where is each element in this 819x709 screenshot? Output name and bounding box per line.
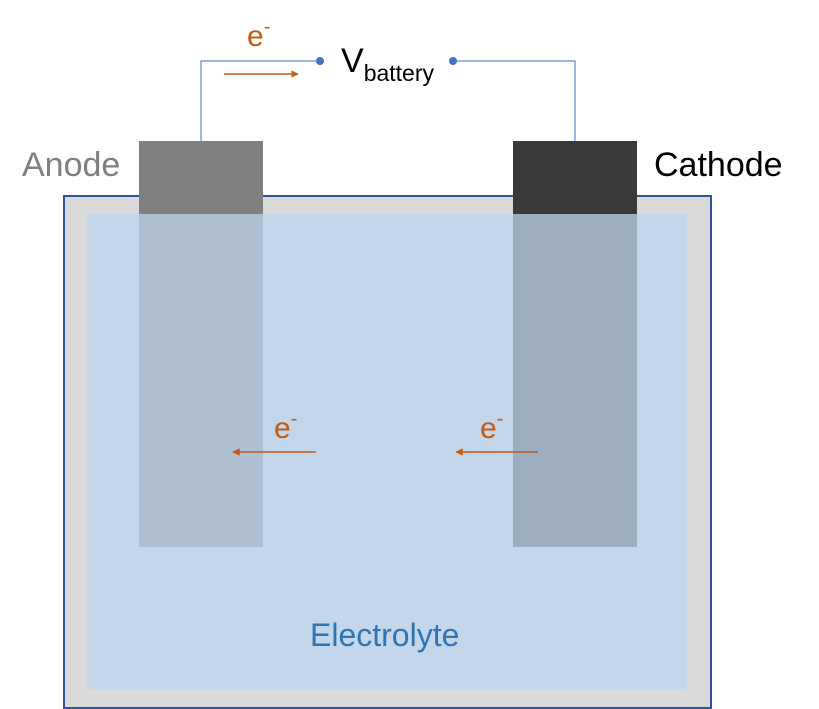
electron-label-wire: e- [247, 16, 270, 53]
voltage-main: V [341, 42, 364, 80]
cathode-label: Cathode [654, 146, 783, 184]
anode-top [139, 141, 263, 214]
terminal-dot-icon [449, 57, 457, 65]
cathode-submerged [513, 214, 637, 547]
cathode-top [513, 141, 637, 214]
voltage-subscript: battery [364, 60, 435, 86]
anode-label: Anode [22, 146, 120, 184]
cathode-wire [453, 60, 576, 141]
voltage-label: Vbattery [341, 42, 435, 86]
terminal-dot-icon [316, 57, 324, 65]
electron-label-right: e- [480, 408, 503, 445]
electron-label-left: e- [274, 408, 297, 445]
anode-wire [200, 60, 320, 141]
electrolyte-label: Electrolyte [310, 617, 459, 653]
anode-submerged [139, 214, 263, 547]
